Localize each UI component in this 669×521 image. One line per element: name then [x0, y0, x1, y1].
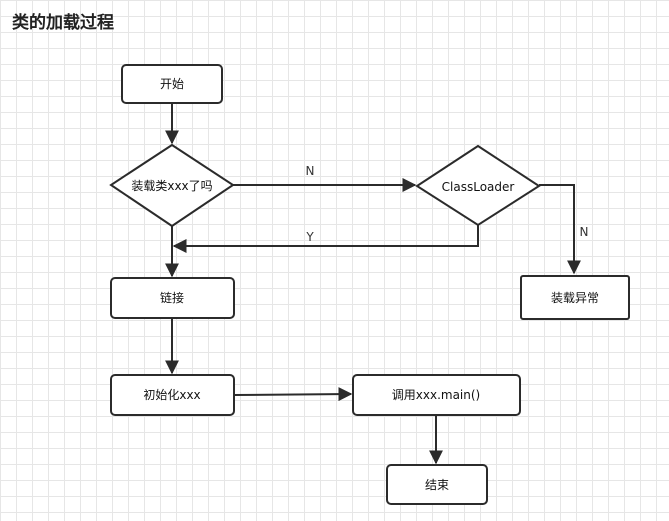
node-check-loaded: 装载类xxx了吗 — [109, 143, 235, 228]
edge-classloader-to-error — [539, 184, 581, 275]
node-end: 结束 — [386, 464, 488, 505]
edge-init-to-main — [233, 387, 353, 402]
node-load-error-label: 装载异常 — [551, 291, 599, 305]
node-classloader-label: ClassLoader — [442, 180, 515, 194]
node-call-main: 调用xxx.main() — [352, 374, 521, 416]
node-check-loaded-label: 装载类xxx了吗 — [131, 179, 212, 193]
edge-label-y: Y — [305, 230, 314, 244]
node-call-main-label: 调用xxx.main() — [392, 388, 480, 402]
edge-label-n-error: N — [580, 225, 589, 239]
node-link: 链接 — [110, 277, 235, 319]
node-start-label: 开始 — [160, 77, 184, 91]
node-link-label: 链接 — [160, 290, 184, 305]
node-end-label: 结束 — [425, 478, 449, 492]
edge-label-n-classloader: N — [306, 164, 315, 178]
edge-classloader-back — [172, 225, 479, 253]
page-title: 类的加载过程 — [12, 13, 114, 33]
node-init: 初始化xxx — [110, 374, 235, 416]
node-load-error: 装载异常 — [520, 275, 630, 320]
node-classloader: ClassLoader — [415, 144, 541, 227]
node-start: 开始 — [121, 64, 223, 104]
node-init-label: 初始化xxx — [143, 388, 200, 402]
